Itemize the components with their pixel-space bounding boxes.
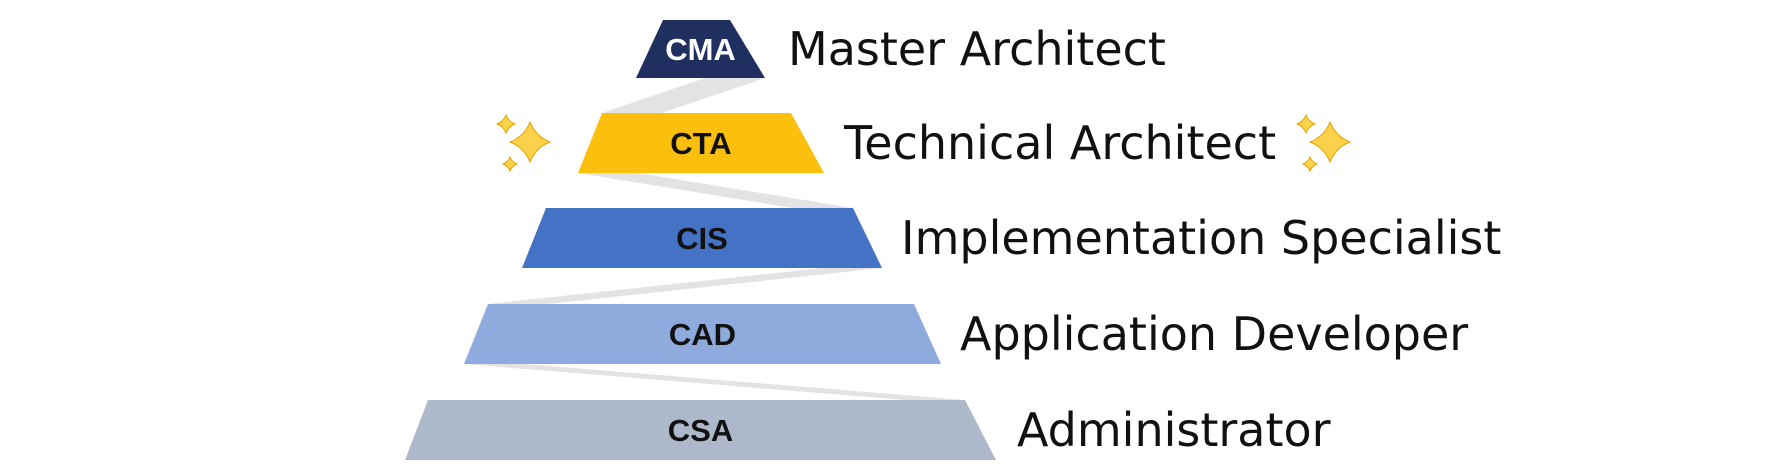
tier-cis-trapezoid [522, 208, 882, 268]
sparkles-icon [495, 113, 552, 173]
connector-1 [602, 78, 765, 113]
tier-cad-trapezoid [464, 304, 941, 364]
tier-csa-label: Administrator [1017, 403, 1331, 457]
connector-3 [488, 268, 882, 304]
tier-cta: CTA Technical Architect [495, 113, 1352, 173]
tier-cma-label: Master Architect [788, 22, 1166, 76]
tier-csa-trapezoid [405, 400, 996, 460]
tier-cis: CIS Implementation Specialist [522, 208, 1501, 268]
tier-cta-abbr: CTA [670, 126, 731, 161]
tier-cma-abbr: CMA [665, 32, 736, 67]
connector-2 [578, 173, 853, 208]
sparkles-icon [1295, 113, 1352, 173]
tier-cta-trapezoid [578, 113, 824, 173]
tier-cad-abbr: CAD [669, 317, 736, 352]
tier-cis-label: Implementation Specialist [901, 211, 1501, 265]
tier-cad: CAD Application Developer [464, 304, 1468, 364]
pyramid-connectors [464, 78, 965, 400]
tier-cma: CMA Master Architect [636, 20, 1166, 78]
tier-csa: CSA Administrator [405, 400, 1331, 460]
tier-cis-abbr: CIS [676, 221, 728, 256]
connector-4 [464, 364, 965, 400]
tier-cta-label: Technical Architect [843, 116, 1276, 170]
tier-cad-label: Application Developer [960, 307, 1468, 361]
tier-csa-abbr: CSA [668, 413, 733, 448]
tier-cma-trapezoid [636, 20, 765, 78]
